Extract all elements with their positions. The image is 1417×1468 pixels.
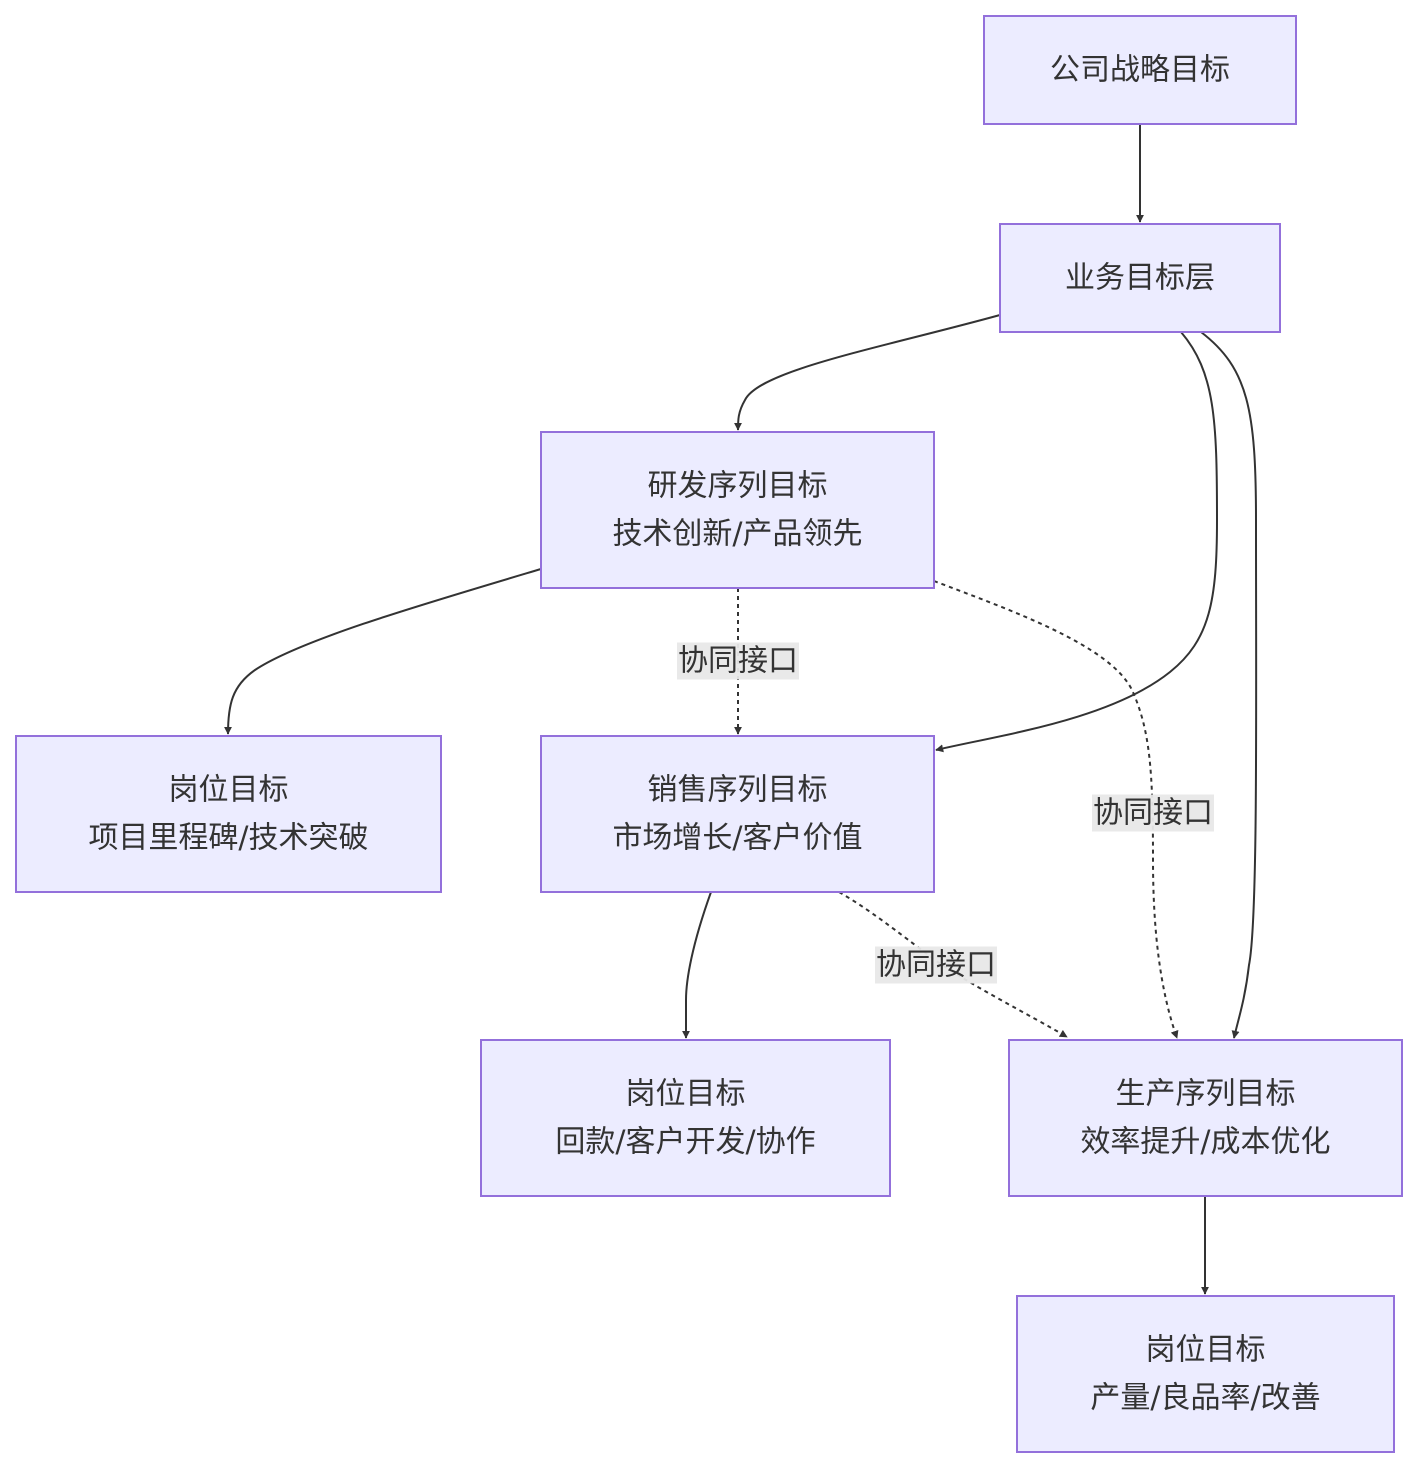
node-title: 研发序列目标 — [648, 469, 828, 504]
node-box — [15, 735, 442, 893]
node-title: 岗位目标 — [626, 1077, 746, 1112]
edge-label: 协同接口 — [677, 642, 799, 680]
edge-path — [734, 314, 1001, 431]
edge-label-text: 协同接口 — [1093, 796, 1213, 831]
node-box — [1016, 1295, 1395, 1453]
edge-label-background — [1092, 794, 1214, 832]
edge-label-text: 协同接口 — [678, 644, 798, 679]
edge-business-to-production — [1200, 331, 1258, 1039]
node-business[interactable]: 业务目标层 — [999, 223, 1281, 333]
edge-label: 协同接口 — [1092, 794, 1214, 832]
node-strategy[interactable]: 公司战略目标 — [983, 15, 1297, 125]
node-title: 业务目标层 — [1065, 261, 1215, 296]
node-box — [1008, 1039, 1403, 1197]
edge-label-background — [677, 642, 799, 680]
node-subtitle: 效率提升/成本优化 — [1080, 1125, 1330, 1160]
node-subtitle: 项目里程碑/技术突破 — [88, 821, 368, 856]
edge-label-text: 协同接口 — [876, 948, 996, 983]
node-title: 岗位目标 — [169, 773, 289, 808]
node-subtitle: 产量/良品率/改善 — [1090, 1381, 1320, 1416]
edge-path — [1200, 331, 1258, 1039]
node-subtitle: 回款/客户开发/协作 — [555, 1125, 815, 1160]
edge-label: 协同接口 — [875, 946, 997, 984]
node-title: 生产序列目标 — [1116, 1077, 1296, 1112]
edge-business-to-sales — [935, 331, 1219, 753]
edge-business-to-rnd — [734, 314, 1001, 431]
edge-rnd-to-pos_rnd — [224, 568, 542, 735]
node-box — [999, 223, 1281, 333]
node-subtitle: 技术创新/产品领先 — [612, 517, 862, 552]
node-title: 销售序列目标 — [648, 773, 828, 808]
edge-path — [935, 331, 1219, 753]
node-box — [540, 431, 935, 589]
nodes-layer: 公司战略目标业务目标层研发序列目标技术创新/产品领先销售序列目标市场增长/客户价… — [15, 15, 1403, 1453]
node-subtitle: 市场增长/客户价值 — [612, 821, 862, 856]
edge-path — [224, 568, 542, 735]
edge-label-background — [875, 946, 997, 984]
edge-sales-to-production — [838, 891, 1068, 1038]
node-title: 公司战略目标 — [1050, 53, 1230, 88]
node-title: 岗位目标 — [1146, 1333, 1266, 1368]
node-box — [983, 15, 1297, 125]
edge-path — [682, 891, 712, 1039]
node-box — [540, 735, 935, 893]
node-box — [480, 1039, 891, 1197]
edge-path — [838, 891, 1068, 1038]
edge-sales-to-pos_sales — [682, 891, 712, 1039]
